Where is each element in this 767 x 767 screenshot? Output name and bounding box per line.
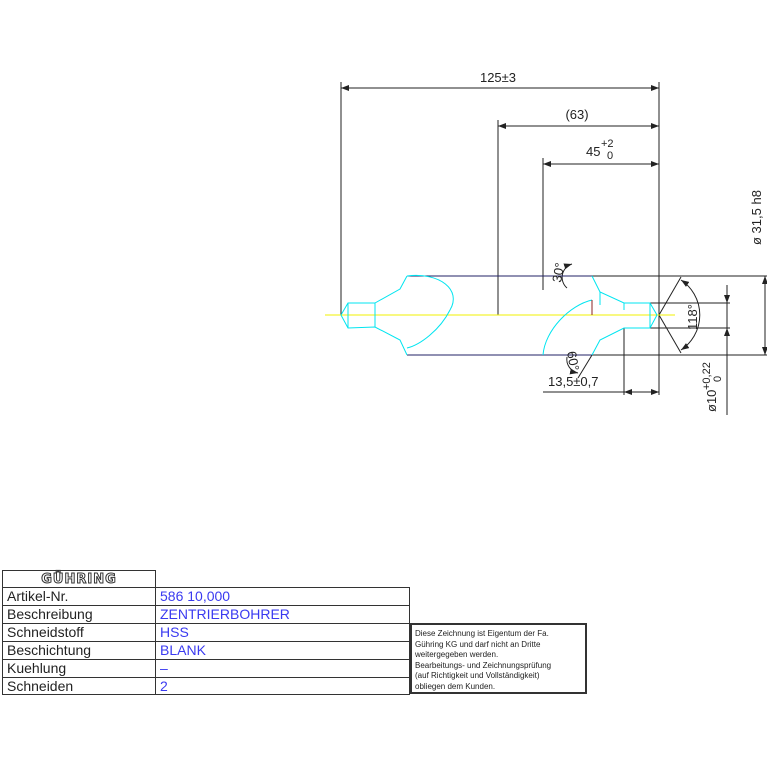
label-flutes: Schneiden: [2, 677, 156, 695]
label-cooling: Kuehlung: [2, 659, 156, 678]
value-article-number: 586 10,000: [155, 587, 410, 606]
label-article-number: Artikel-Nr.: [2, 587, 156, 606]
overall-length-label: 125±3: [480, 70, 516, 85]
value-coating: BLANK: [155, 641, 410, 660]
ref-length-label: (63): [565, 107, 588, 122]
drill-outline: [340, 274, 658, 356]
dimension-texts: 125±3 (63) 45 +2 0 ø 31,5 h8 ø10 +0,22 0…: [480, 70, 764, 412]
notice-line: Diese Zeichnung ist Eigentum der Fa.: [415, 629, 549, 638]
value-description: ZENTRIERBOHRER: [155, 605, 410, 624]
dimension-lines: [340, 82, 767, 415]
chamfer-angle-top-label: 30°: [549, 262, 567, 284]
dim-point-angle: [680, 279, 701, 351]
chamfer-angle-bottom-label: 60°: [564, 350, 582, 372]
pilot-length-label: 13,5±0,7: [548, 374, 599, 389]
pilot-diameter-tol-lower: 0: [712, 376, 724, 382]
shank-length-tol-lower: 0: [607, 150, 613, 162]
body-diameter-label: ø 31,5 h8: [749, 190, 764, 245]
value-cooling: –: [155, 659, 410, 678]
pilot-diameter-label: ø10: [704, 390, 719, 412]
notice-line: Bearbeitungs- und Zeichnungsprüfung: [415, 660, 552, 670]
shank-length-tol-upper: +2: [601, 138, 614, 150]
shank-length-label: 45: [586, 144, 600, 159]
copyright-notice: Diese Zeichnung ist Eigentum der Fa. Güh…: [410, 623, 587, 694]
notice-line: Gühring KG und darf nicht an Dritte: [415, 639, 541, 649]
guehring-logo: GÜHRING: [2, 570, 156, 588]
notice-line: (auf Richtigkeit und Vollständigkeit): [415, 671, 540, 680]
pilot-diameter-tol-upper: +0,22: [701, 362, 713, 390]
notice-line: weitergegeben werden.: [415, 650, 499, 659]
label-cutting-material: Schneidstoff: [2, 623, 156, 642]
label-description: Beschreibung: [2, 605, 156, 624]
value-cutting-material: HSS: [155, 623, 410, 642]
point-angle-label: 118°: [685, 304, 700, 330]
label-coating: Beschichtung: [2, 641, 156, 660]
value-flutes: 2: [155, 677, 410, 695]
notice-line: obliegen dem Kunden.: [415, 681, 496, 691]
